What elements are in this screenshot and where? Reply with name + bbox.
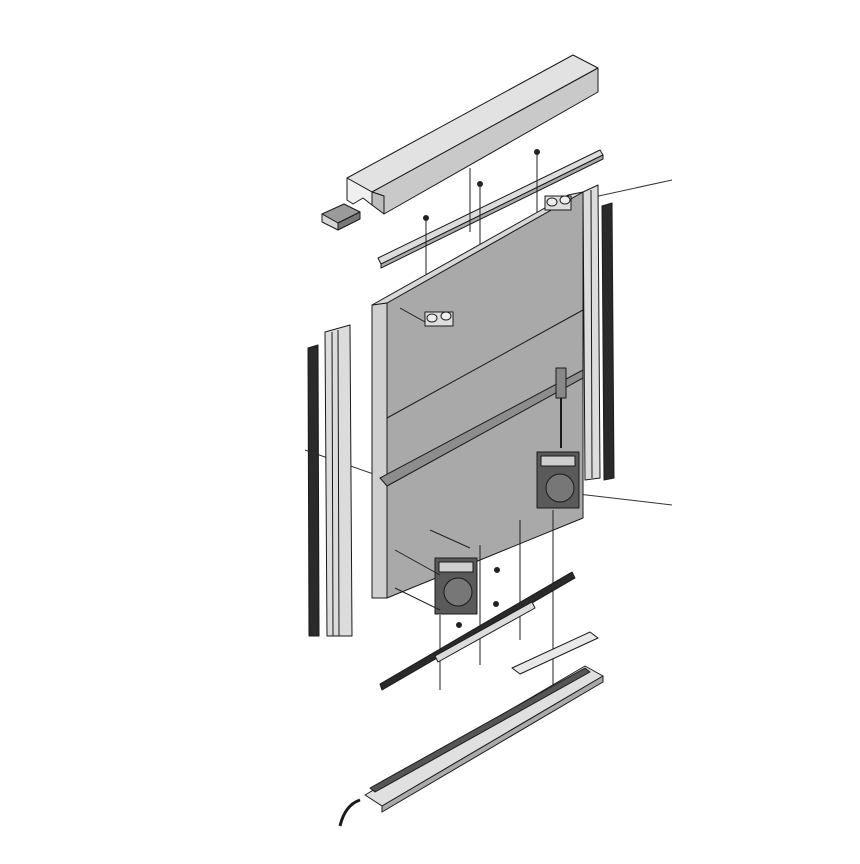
bottom-roller-left xyxy=(434,557,478,615)
right-seal-strip xyxy=(601,202,615,481)
bottom-guide-black xyxy=(379,571,576,691)
top-guide xyxy=(399,307,454,327)
end-cap-block xyxy=(321,203,361,231)
bottom-guide-light xyxy=(434,601,536,663)
panel-joint-line xyxy=(386,309,584,419)
bottom-roller-right xyxy=(536,451,580,509)
bottom-cover-strip xyxy=(511,631,599,675)
top-roller xyxy=(544,195,572,211)
left-seal-strip xyxy=(307,344,320,637)
panel-middle-rail xyxy=(379,369,584,487)
cable xyxy=(338,798,361,827)
top-rail xyxy=(377,149,604,269)
leader-line-bottom-roller xyxy=(577,493,673,506)
right-profile xyxy=(582,184,601,481)
left-profile xyxy=(324,324,353,637)
bottom-track xyxy=(338,665,604,827)
door-panel xyxy=(371,191,584,599)
top-cover-channel xyxy=(346,54,599,215)
screwdriver-icon xyxy=(555,367,567,448)
